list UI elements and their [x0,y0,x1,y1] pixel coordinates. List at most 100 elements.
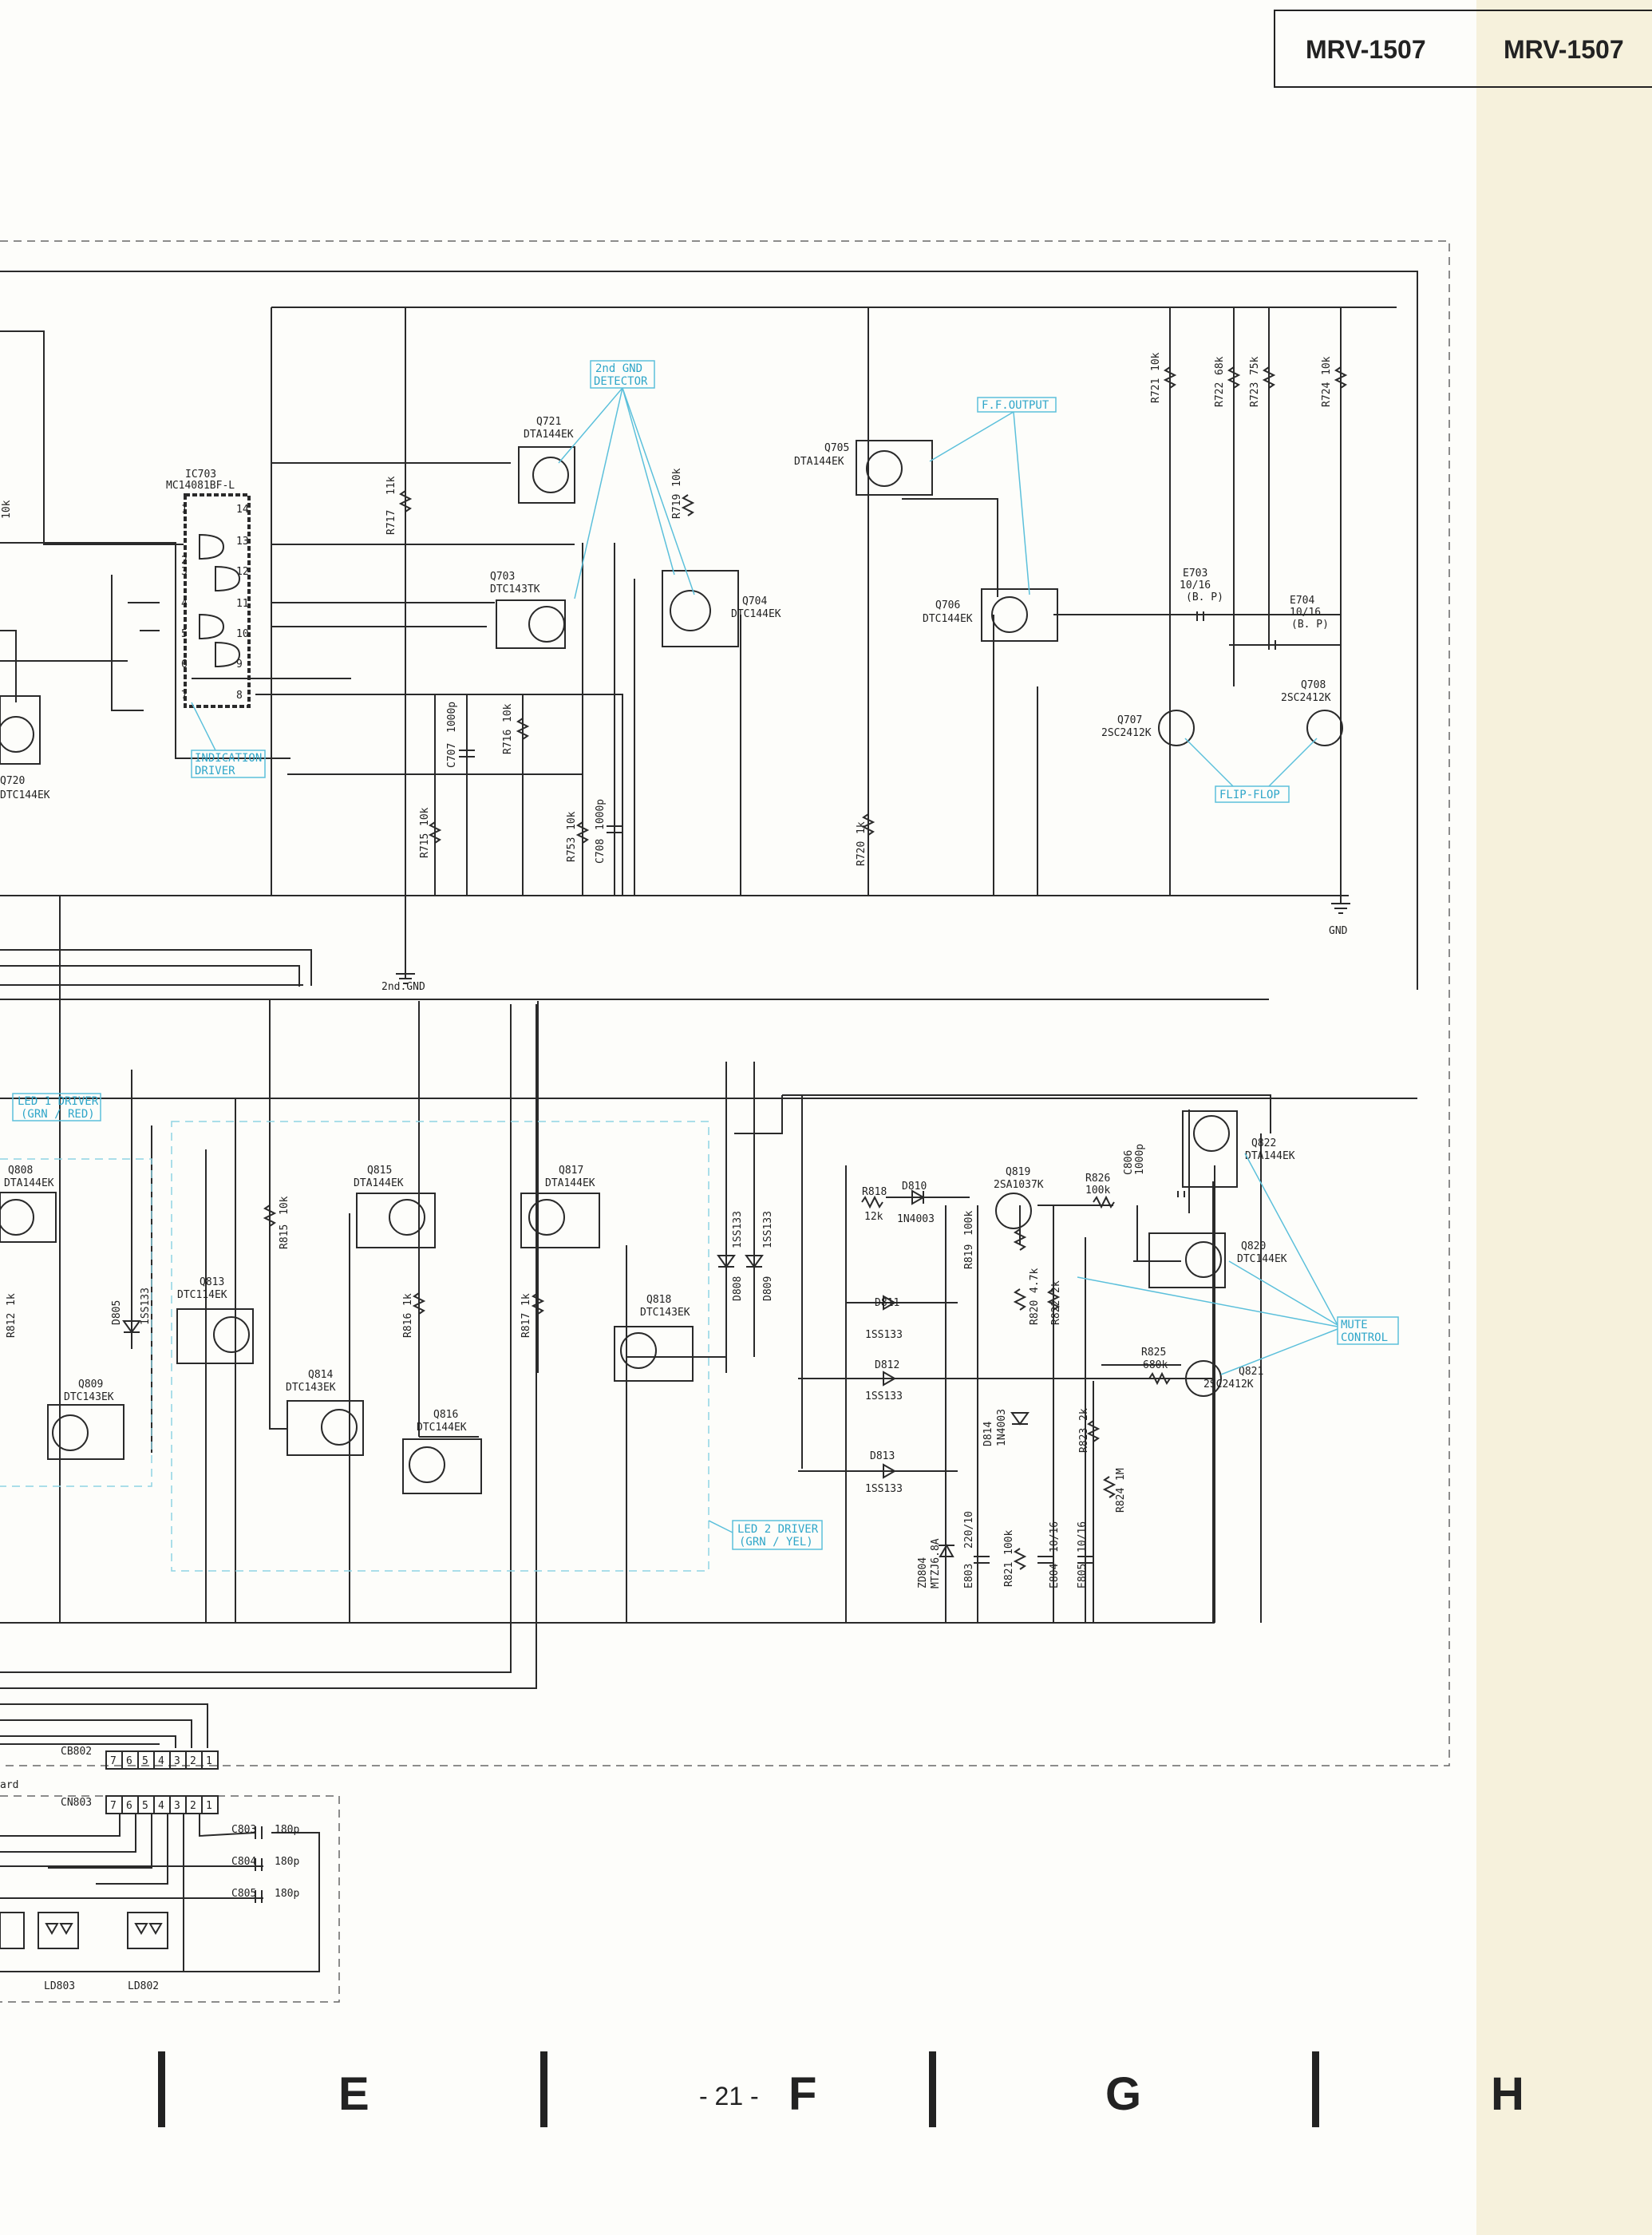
svg-text:R816: R816 [402,1313,414,1338]
svg-text:DTC143TK: DTC143TK [490,583,540,595]
connector-cb802: 7 6 5 4 3 2 1 CB802 ard [0,1746,219,1791]
svg-text:2: 2 [190,1800,196,1812]
svg-text:Q816: Q816 [433,1409,458,1421]
svg-text:2SC2412K: 2SC2412K [1101,727,1152,739]
model-header-box [1274,10,1652,88]
svg-text:11k: 11k [385,476,397,495]
annotation-indication-driver: INDICATION DRIVER [191,702,266,778]
svg-text:Q819: Q819 [1006,1166,1030,1178]
svg-text:DETECTOR: DETECTOR [594,375,648,388]
column-letter-f: F [788,2068,817,2120]
svg-text:Q706: Q706 [935,599,960,611]
svg-text:(B. P): (B. P) [1186,591,1223,603]
svg-text:ard: ard [0,1779,18,1791]
page-number: - 21 - [699,2082,759,2110]
connector-cn803: 7 6 5 4 3 2 1 CN803 [0,1795,320,1972]
svg-text:1k: 1k [856,821,867,834]
svg-text:10k: 10k [671,468,683,487]
svg-text:7: 7 [110,1755,117,1767]
model-label-left: MRV-1507 [1306,35,1426,64]
svg-text:R818: R818 [862,1186,887,1198]
svg-text:9: 9 [236,659,243,670]
svg-text:DTC144EK: DTC144EK [923,613,973,625]
board-outline [0,240,1450,1766]
page-fold [1476,0,1652,2235]
svg-text:11: 11 [236,598,249,610]
svg-text:R817: R817 [520,1313,532,1338]
svg-text:LED 2 DRIVER: LED 2 DRIVER [737,1523,819,1536]
svg-text:Q814: Q814 [308,1369,333,1381]
svg-text:D808: D808 [732,1276,744,1301]
svg-text:180p: 180p [275,1888,299,1900]
svg-text:4: 4 [158,1800,164,1812]
svg-text:1k: 1k [402,1293,414,1306]
svg-text:R812: R812 [6,1313,18,1338]
svg-text:GND: GND [1329,925,1348,937]
model-label-right: MRV-1507 [1504,35,1624,64]
column-letter-h: H [1491,2068,1524,2120]
svg-text:1: 1 [181,504,188,516]
svg-text:DTC143EK: DTC143EK [286,1382,336,1394]
svg-text:C804: C804 [231,1856,256,1868]
column-divider [540,2051,547,2127]
svg-text:CB802: CB802 [61,1746,92,1758]
svg-text:DTC144EK: DTC144EK [0,789,50,801]
svg-text:E804: E804 [1049,1564,1061,1588]
svg-text:C805: C805 [231,1888,256,1900]
svg-text:10/16: 10/16 [1180,580,1211,591]
svg-text:Q822: Q822 [1251,1137,1276,1149]
svg-text:1000p: 1000p [595,799,607,830]
svg-text:R819: R819 [963,1244,975,1269]
svg-text:4: 4 [181,598,188,610]
ic-pins-right: 14 13 12 11 10 9 8 [236,504,249,702]
svg-text:DRIVER: DRIVER [195,765,235,777]
annotation-mute-control: MUTE CONTROL [1077,1153,1399,1375]
svg-text:R717: R717 [385,510,397,535]
svg-text:14: 14 [236,504,249,516]
svg-text:2SC2412K: 2SC2412K [1281,692,1331,704]
svg-text:6: 6 [126,1800,132,1812]
svg-text:CONTROL: CONTROL [1341,1331,1388,1344]
svg-text:DTA144EK: DTA144EK [545,1177,595,1189]
svg-text:10/16: 10/16 [1077,1521,1089,1553]
svg-text:2k: 2k [1078,1408,1090,1421]
diode-symbols [122,1189,1030,1557]
svg-text:13: 13 [236,536,249,548]
svg-text:R721: R721 [1150,378,1162,403]
svg-text:(B. P): (B. P) [1291,619,1329,631]
svg-text:180p: 180p [275,1824,299,1836]
svg-text:Q821: Q821 [1239,1366,1263,1378]
svg-text:1N4003: 1N4003 [996,1409,1008,1446]
svg-text:4: 4 [158,1755,164,1767]
svg-text:1k: 1k [6,1293,18,1306]
svg-text:10k: 10k [566,811,578,830]
svg-text:ZD804: ZD804 [917,1557,929,1588]
svg-text:Q817: Q817 [559,1165,583,1177]
svg-text:3: 3 [174,1755,180,1767]
svg-text:FLIP-FLOP: FLIP-FLOP [1219,789,1280,801]
svg-text:10k: 10k [1321,356,1333,375]
svg-text:R826: R826 [1085,1173,1110,1185]
svg-text:100k: 100k [963,1211,975,1236]
svg-text:Q808: Q808 [8,1165,33,1177]
svg-text:10k: 10k [279,1196,290,1215]
svg-text:1SS133: 1SS133 [865,1483,903,1495]
column-divider [1312,2051,1319,2127]
svg-text:DTA144EK: DTA144EK [794,456,844,468]
svg-text:MTZJ6.8A: MTZJ6.8A [930,1538,942,1588]
svg-text:Q813: Q813 [200,1276,224,1288]
svg-text:R753: R753 [566,837,578,862]
svg-text:1SS133: 1SS133 [762,1211,774,1248]
svg-text:LD802: LD802 [128,1980,159,1992]
svg-text:R825: R825 [1141,1347,1166,1359]
svg-text:1: 1 [206,1755,212,1767]
svg-text:D814: D814 [982,1422,994,1446]
ic-pins-left: 1 2 3 4 5 6 7 [181,504,188,702]
svg-text:Q705: Q705 [824,442,849,454]
horizontal-wires [0,330,1341,1472]
svg-text:(GRN / RED): (GRN / RED) [21,1108,95,1121]
svg-text:Q721: Q721 [536,416,561,428]
svg-text:DTC143EK: DTC143EK [64,1391,114,1403]
